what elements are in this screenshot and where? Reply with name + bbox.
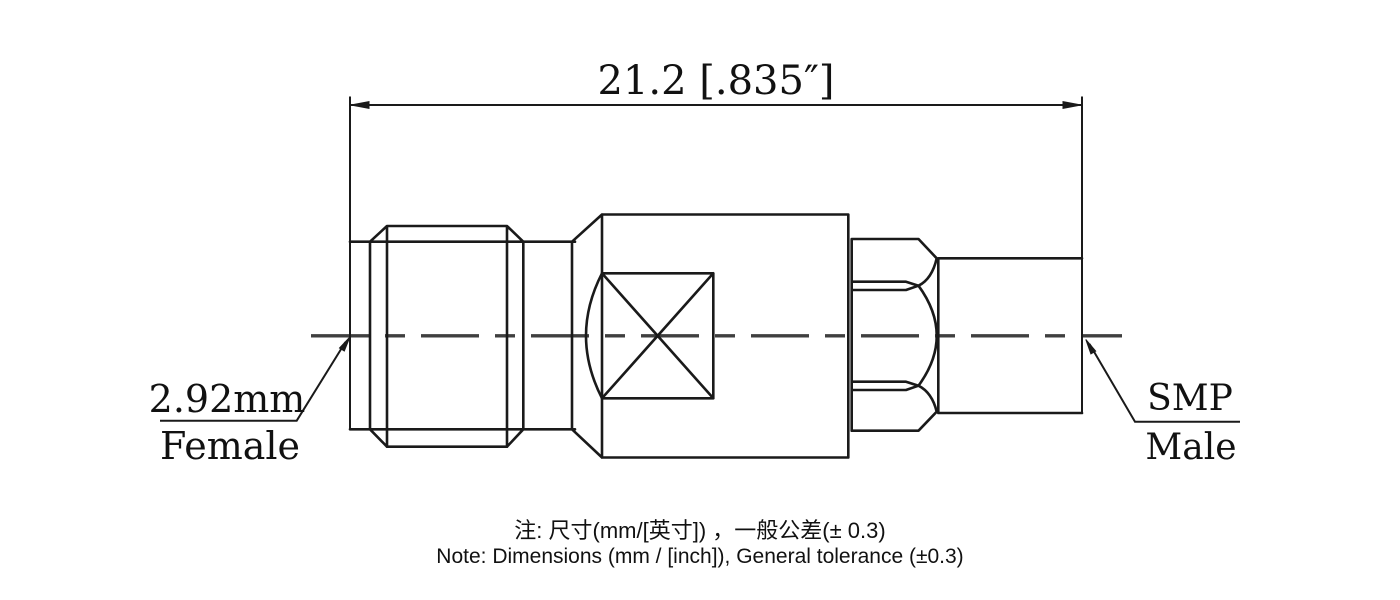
callout-smp-male: SMP Male: [1085, 339, 1240, 468]
connector-smp-male-outline: [850, 237, 1084, 432]
callout-292mm-female: 2.92mm Female: [149, 336, 351, 468]
leader-arrowhead-left-icon: [338, 336, 351, 352]
dimension-value: 21.2 [.835″]: [598, 58, 835, 104]
right-connector-type: SMP: [1147, 378, 1233, 419]
note-line-zh: 注: 尺寸(mm/[英寸]) ，一般公差(± 0.3): [514, 518, 885, 543]
left-connector-type: 2.92mm: [149, 377, 306, 421]
leader-arrowhead-right-icon: [1085, 339, 1097, 355]
smp-barrel-profile: [937, 257, 1084, 415]
notes-block: 注: 尺寸(mm/[英寸]) ，一般公差(± 0.3) Note: Dimens…: [436, 518, 963, 568]
connector-292mm-female-outline: [348, 213, 850, 459]
dimension-overall-length: 21.2 [.835″]: [349, 58, 1083, 430]
female-connector-profile: [348, 213, 850, 459]
leader-line-right: [1088, 343, 1240, 423]
right-connector-gender: Male: [1145, 427, 1236, 468]
smp-hex-profile: [850, 237, 938, 432]
arrowhead-right-icon: [1062, 100, 1082, 110]
leader-line-left: [160, 341, 347, 422]
arrowhead-left-icon: [350, 100, 370, 110]
note-line-en: Note: Dimensions (mm / [inch]), General …: [436, 545, 963, 568]
left-connector-gender: Female: [160, 424, 300, 468]
coupling-nut-cross-marking: [584, 272, 715, 400]
